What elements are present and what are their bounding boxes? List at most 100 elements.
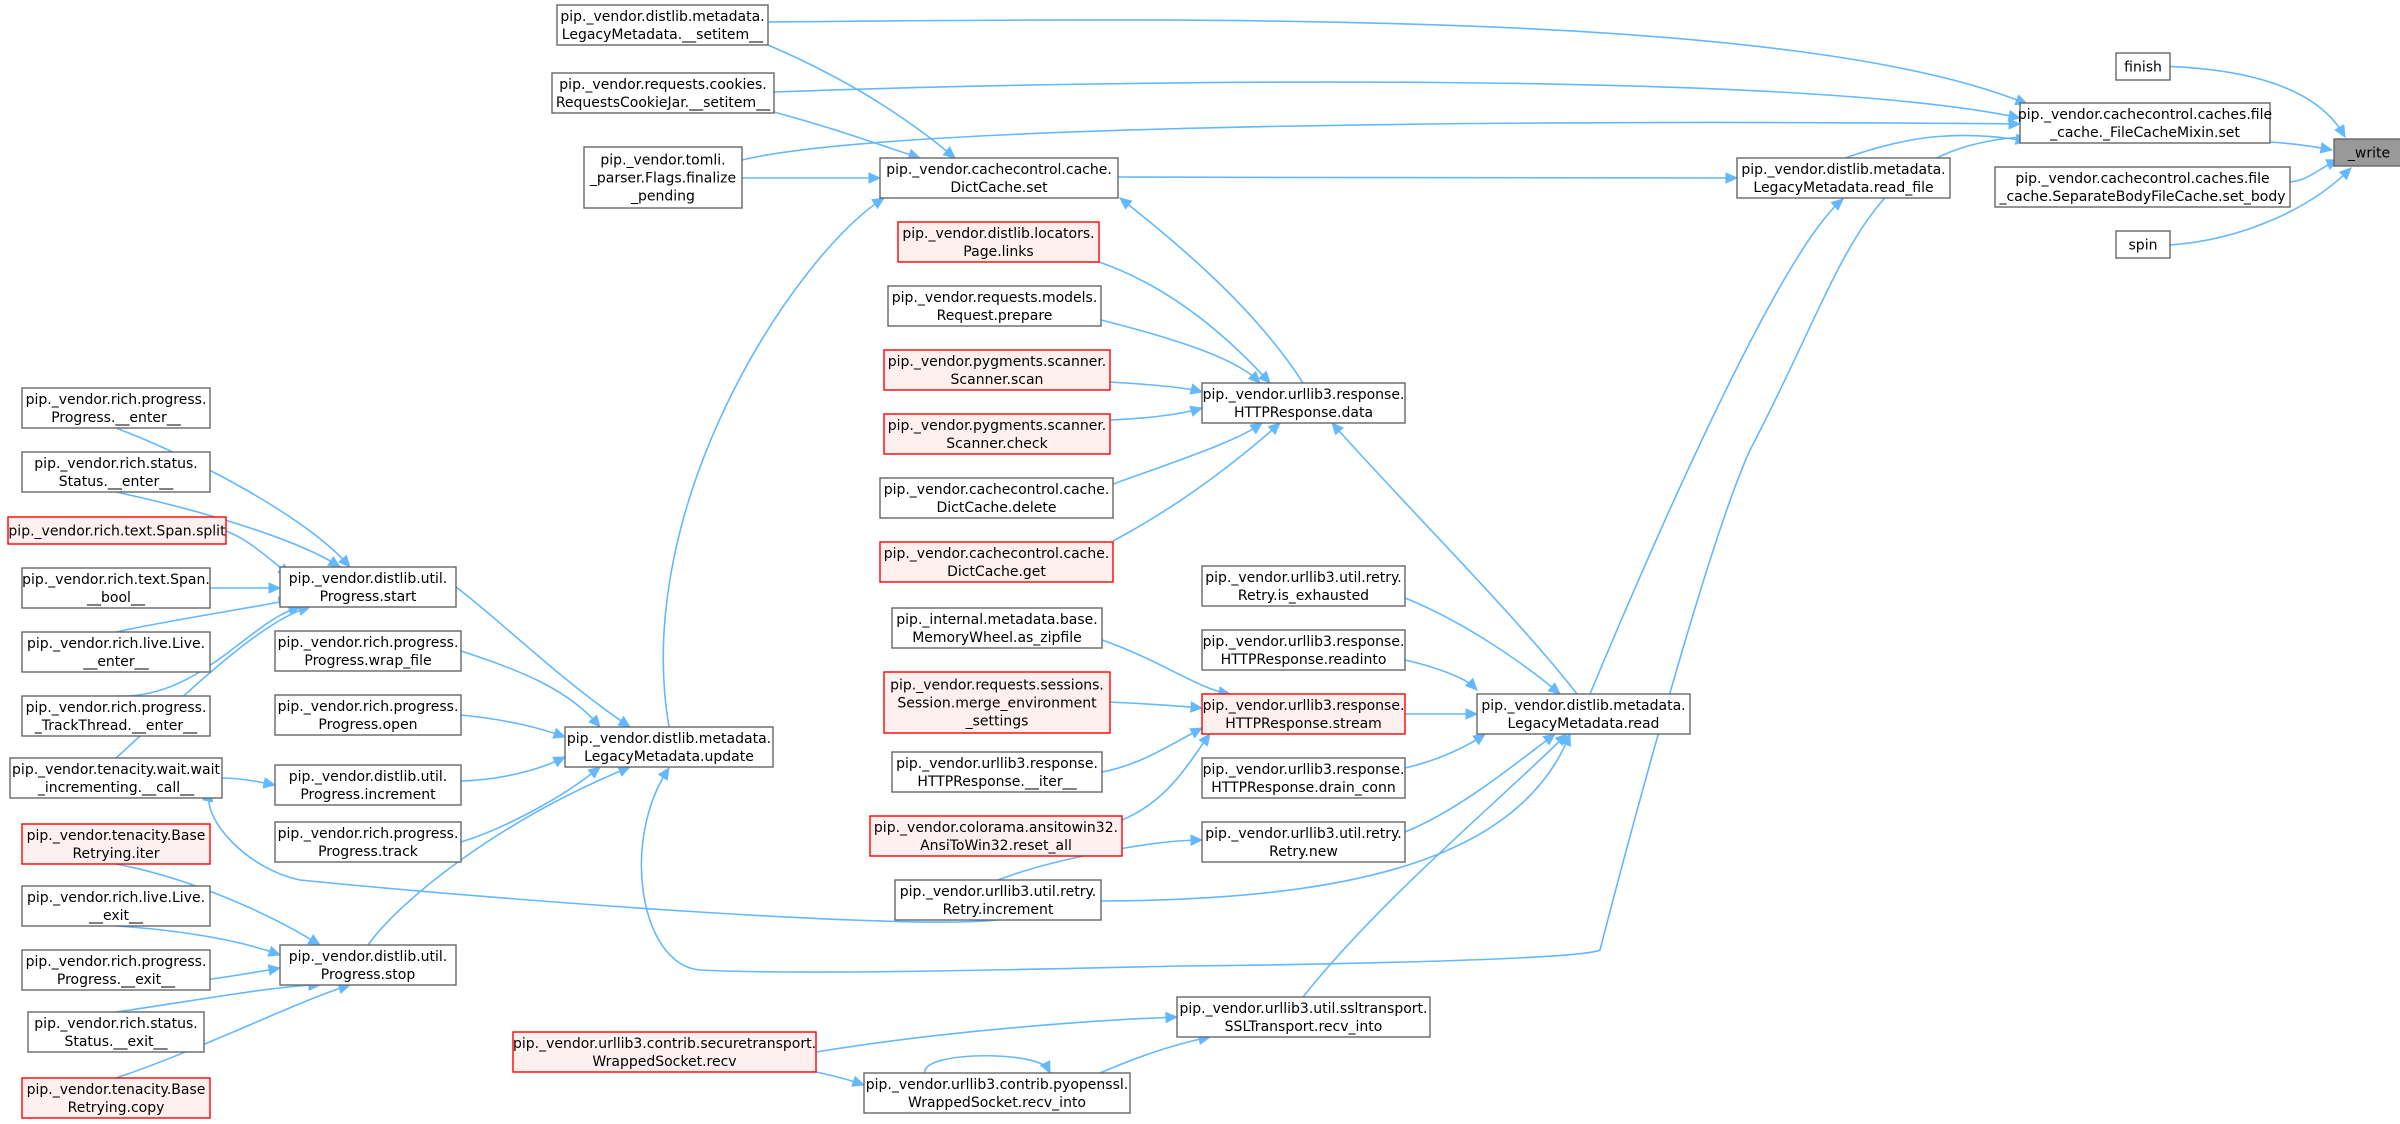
call-edge [1112, 422, 1281, 542]
node-box [2115, 230, 2171, 259]
node-box [21, 387, 211, 429]
node-box [7, 516, 227, 545]
node-label: pip._vendor.rich.progress. [26, 954, 207, 970]
node-box [891, 751, 1103, 793]
call-edge [460, 766, 601, 843]
node-label: Session.merge_environment [897, 696, 1097, 712]
edge-arrowhead [1267, 422, 1281, 436]
call-edge [815, 1016, 1178, 1053]
node-page-links[interactable]: pip._vendor.distlib.locators.Page.links [897, 221, 1100, 263]
node-label: Scanner.check [946, 436, 1048, 452]
node-dl-progress-stop[interactable]: pip._vendor.distlib.util.Progress.stop [279, 944, 457, 986]
node-progress-track[interactable]: pip._vendor.rich.progress.Progress.track [274, 821, 462, 863]
node-securetransport-recv[interactable]: pip._vendor.urllib3.contrib.securetransp… [512, 1031, 817, 1073]
node-box [897, 221, 1100, 263]
node-sepbody-set-body[interactable]: pip._vendor.cachecontrol.caches.file_cac… [1994, 166, 2291, 208]
node-label: Progress.wrap_file [304, 653, 431, 669]
node-label: pip._vendor.distlib.metadata. [560, 9, 764, 25]
node-write[interactable]: _write [2333, 138, 2400, 167]
node-lm-setitem[interactable]: pip._vendor.distlib.metadata.LegacyMetad… [556, 4, 769, 46]
edge-arrowhead [2338, 167, 2352, 181]
node-label: RequestsCookieJar.__setitem__ [556, 95, 771, 111]
node-label: __bool__ [86, 590, 146, 606]
node-memwheel-zipfile[interactable]: pip._internal.metadata.base.MemoryWheel.… [891, 607, 1103, 649]
node-spin[interactable]: spin [2115, 230, 2171, 259]
node-label: pip._vendor.requests.models. [892, 290, 1098, 306]
edge-arrowhead [1249, 422, 1263, 435]
node-retry-increment[interactable]: pip._vendor.urllib3.util.retry.Retry.inc… [894, 879, 1102, 921]
edge-arrowhead [262, 777, 277, 789]
node-scanner-check[interactable]: pip._vendor.pygments.scanner.Scanner.che… [883, 413, 1111, 455]
node-live-enter[interactable]: pip._vendor.rich.live.Live.__enter__ [21, 631, 211, 673]
node-rich-progress-exit[interactable]: pip._vendor.rich.progress. Progress.__exi… [21, 949, 211, 991]
node-box [1201, 821, 1406, 863]
node-scanner-scan[interactable]: pip._vendor.pygments.scanner.Scanner.sca… [883, 349, 1111, 391]
node-span-split[interactable]: pip._vendor.rich.text.Span.split [7, 516, 227, 545]
node-lm-read-file[interactable]: pip._vendor.distlib.metadata.LegacyMetad… [1736, 157, 1951, 199]
node-label: Progress.__exit__ [57, 972, 176, 988]
call-edge [1404, 733, 1556, 833]
node-rich-status-exit[interactable]: pip._vendor.rich.status.Status.__exit__ [27, 1011, 205, 1053]
node-box [9, 757, 223, 799]
node-label: SSLTransport.recv_into [1225, 1019, 1383, 1035]
node-trackthread-enter[interactable]: pip._vendor.rich.progress._TrackThread._… [21, 695, 211, 737]
node-lm-read[interactable]: pip._vendor.distlib.metadata.LegacyMetad… [1476, 693, 1691, 735]
node-dl-progress-increment[interactable]: pip._vendor.distlib.util.Progress.increm… [274, 764, 462, 806]
edge-arrowhead [552, 727, 567, 739]
node-box [883, 349, 1111, 391]
node-dictcache-set[interactable]: pip._vendor.cachecontrol.cache.DictCache… [879, 157, 1119, 199]
node-dl-progress-start[interactable]: pip._vendor.distlib.util.Progress.start [279, 566, 457, 608]
node-lm-update[interactable]: pip._vendor.distlib.metadata.LegacyMetad… [564, 726, 774, 768]
call-edge [1404, 597, 1561, 695]
node-httpresp-iter[interactable]: pip._vendor.urllib3.response.HTTPRespons… [891, 751, 1103, 793]
node-httpresp-drain[interactable]: pip._vendor.urllib3.response.HTTPRespons… [1201, 757, 1406, 799]
node-filecache-set[interactable]: pip._vendor.cachecontrol.caches.file_cac… [2018, 102, 2272, 144]
node-tomli-finalize[interactable]: pip._vendor.tomli._parser.Flags.finalize… [583, 146, 743, 209]
edge-arrowhead [1189, 405, 1204, 417]
node-label: MemoryWheel.as_zipfile [912, 630, 1082, 646]
node-retry-new[interactable]: pip._vendor.urllib3.util.retry.Retry.new [1201, 821, 1406, 863]
edge-arrowhead [2008, 118, 2022, 130]
node-box [2333, 138, 2400, 167]
node-rich-status-enter[interactable]: pip._vendor.rich.status.Status.__enter__ [21, 451, 211, 493]
call-edge [1109, 407, 1203, 421]
edge-arrowhead [1247, 370, 1261, 384]
call-edge [1101, 727, 1203, 773]
call-edge [1112, 422, 1263, 485]
node-span-bool[interactable]: pip._vendor.rich.text.Span.__bool__ [21, 567, 211, 609]
node-request-prepare[interactable]: pip._vendor.requests.models.Request.prep… [887, 285, 1102, 327]
node-label: _cache._FileCacheMixin.set [2049, 125, 2240, 141]
node-cookiejar-setitem[interactable]: pip._vendor.requests.cookies.RequestsCoo… [551, 72, 775, 114]
node-dictcache-get[interactable]: pip._vendor.cachecontrol.cache.DictCache… [879, 541, 1114, 583]
node-label: pip._vendor.rich.progress. [278, 826, 459, 842]
call-edge [460, 650, 601, 728]
call-edge [924, 1054, 1051, 1074]
node-finish[interactable]: finish [2115, 52, 2171, 81]
node-httpresp-data[interactable]: pip._vendor.urllib3.response.HTTPRespons… [1201, 382, 1406, 424]
node-box [883, 413, 1111, 455]
node-box [879, 477, 1114, 519]
node-label: DictCache.delete [937, 500, 1057, 516]
node-ansi-reset[interactable]: pip._vendor.colorama.ansitowin32.AnsiToW… [869, 815, 1123, 857]
edge-arrowhead [1165, 1011, 1179, 1024]
node-tenacity-wait-call[interactable]: pip._vendor.tenacity.wait.wait_increment… [9, 757, 223, 799]
node-label: _parser.Flags.finalize [589, 171, 736, 187]
call-edge [207, 789, 999, 923]
edge-arrowhead [657, 766, 670, 781]
node-live-exit[interactable]: pip._vendor.rich.live.Live.__exit__ [21, 885, 211, 927]
node-ssl-recv-into[interactable]: pip._vendor.urllib3.util.ssltransport.SS… [1176, 996, 1431, 1038]
node-box [869, 815, 1123, 857]
edge-arrowhead [552, 756, 567, 768]
node-session-merge[interactable]: pip._vendor.requests.sessions.Session.me… [883, 671, 1111, 734]
node-progress-wrap[interactable]: pip._vendor.rich.progress.Progress.wrap_… [274, 630, 462, 672]
node-dictcache-delete[interactable]: pip._vendor.cachecontrol.cache.DictCache… [879, 477, 1114, 519]
node-httpresp-readinto[interactable]: pip._vendor.urllib3.response.HTTPRespons… [1201, 629, 1406, 671]
node-retry-exhausted[interactable]: pip._vendor.urllib3.util.retry.Retry.is_… [1201, 565, 1406, 607]
node-progress-open[interactable]: pip._vendor.rich.progress.Progress.open [274, 694, 462, 736]
node-pyopenssl-recv-into[interactable]: pip._vendor.urllib3.contrib.pyopenssl.Wr… [863, 1072, 1131, 1114]
node-rich-progress-enter[interactable]: pip._vendor.rich.progress.Progress.__ent… [21, 387, 211, 429]
node-label: Scanner.scan [951, 372, 1044, 388]
node-httpresp-stream[interactable]: pip._vendor.urllib3.response.HTTPRespons… [1201, 693, 1406, 735]
